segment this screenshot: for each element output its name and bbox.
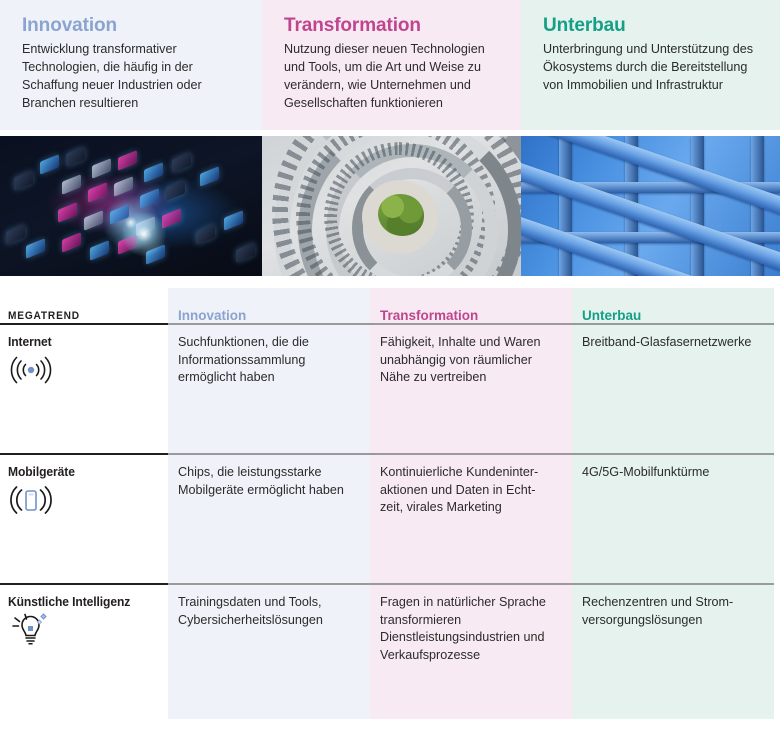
trend-name-mobilgeraete: Mobilgeräte [8,464,75,479]
megatrend-matrix: MEGATREND Innovation Transformation Unte… [0,288,780,719]
column-background-transformation [370,288,572,719]
column-background-unterbau [572,288,774,719]
blue-steel-girders-photo [521,136,780,276]
cell-mobilgeraete-transformation: Kontinuierliche Kundeninter-aktionen und… [370,455,572,585]
header-divider-grey [168,323,774,325]
column-header-label-innovation: Innovation [178,308,247,323]
intro-panel-unterbau: Unterbau Unterbringung und Unterstützung… [521,0,780,130]
intro-body-innovation: Entwicklung transformativer Technologien… [22,41,202,110]
matrix-header-row: MEGATREND Innovation Transformation Unte… [0,288,780,325]
cell-text: Chips, die leistungsstarke Mobilgeräte e… [178,465,344,497]
row-header-kuenstliche-intelligenz: Künstliche Intelligenz [0,585,168,719]
cell-text: Kontinuierliche Kundeninter-aktionen und… [380,465,539,515]
cell-text: Fragen in natürlicher Sprache transformi… [380,595,546,662]
mobile-phone-signal-icon [8,483,150,517]
intro-body-transformation: Nutzung dieser neuen Technologien und To… [284,41,485,110]
row-header-mobilgeraete: Mobilgeräte [0,455,168,585]
column-header-label-unterbau: Unterbau [582,308,642,323]
intro-panels: Innovation Entwicklung transformativer T… [0,0,780,130]
trend-name-kuenstliche-intelligenz: Künstliche Intelligenz [8,594,131,609]
cube-light-flare [118,208,170,260]
column-header-transformation: Transformation [370,288,572,325]
image-band [0,136,780,276]
cell-mobilgeraete-innovation: Chips, die leistungsstarke Mobilgeräte e… [168,455,370,585]
spiral-staircase-photo [262,136,521,276]
cell-text: Trainingsdaten und Tools, Cybersicherhei… [178,595,323,627]
table-row: Mobilgeräte Chips, die leistungsstarke M… [0,455,780,585]
intro-title-innovation: Innovation [22,15,118,36]
column-background-innovation [168,288,370,719]
cell-internet-unterbau: Breitband-Glasfasernetzwerke [572,325,774,455]
trend-name-internet: Internet [8,334,52,349]
intro-panel-innovation: Innovation Entwicklung transformativer T… [0,0,262,130]
row-divider-dark [0,453,168,455]
courtyard-tree [378,194,424,236]
wifi-broadcast-icon [8,353,150,387]
row-divider-grey [168,583,774,585]
megatrend-label: MEGATREND [8,310,80,322]
cell-internet-innovation: Suchfunktionen, die die Informationssamm… [168,325,370,455]
intro-body-unterbau: Unterbringung und Unterstützung des Ökos… [543,41,754,92]
column-header-label-transformation: Transformation [380,308,479,323]
lightbulb-idea-icon [8,613,150,647]
cell-text: Suchfunktionen, die die Informationssamm… [178,335,309,385]
row-divider-dark [0,583,168,585]
intro-title-transformation: Transformation [284,15,421,36]
intro-panel-transformation: Transformation Nutzung dieser neuen Tech… [262,0,521,130]
glowing-data-cubes-photo [0,136,262,276]
cell-ki-innovation: Trainingsdaten und Tools, Cybersicherhei… [168,585,370,719]
megatrend-header-cell: MEGATREND [0,288,168,325]
cell-ki-transformation: Fragen in natürlicher Sprache transformi… [370,585,572,719]
table-row: Internet Suchfunktionen, die die Informa… [0,325,780,455]
cell-ki-unterbau: Rechenzentren und Strom-versorgungslösun… [572,585,774,719]
row-header-internet: Internet [0,325,168,455]
intro-title-unterbau: Unterbau [543,15,626,36]
table-row: Künstliche Intelligenz [0,585,780,719]
cell-text: Rechenzentren und Strom-versorgungslösun… [582,595,734,627]
cell-text: 4G/5G-Mobilfunktürme [582,465,710,479]
cell-mobilgeraete-unterbau: 4G/5G-Mobilfunktürme [572,455,774,585]
column-header-unterbau: Unterbau [572,288,774,325]
row-divider-grey [168,453,774,455]
cell-text: Breitband-Glasfasernetzwerke [582,335,752,349]
cell-internet-transformation: Fähigkeit, Inhalte und Waren unabhängig … [370,325,572,455]
column-header-innovation: Innovation [168,288,370,325]
cell-text: Fähigkeit, Inhalte und Waren unabhängig … [380,335,541,385]
header-divider-dark [0,323,168,325]
